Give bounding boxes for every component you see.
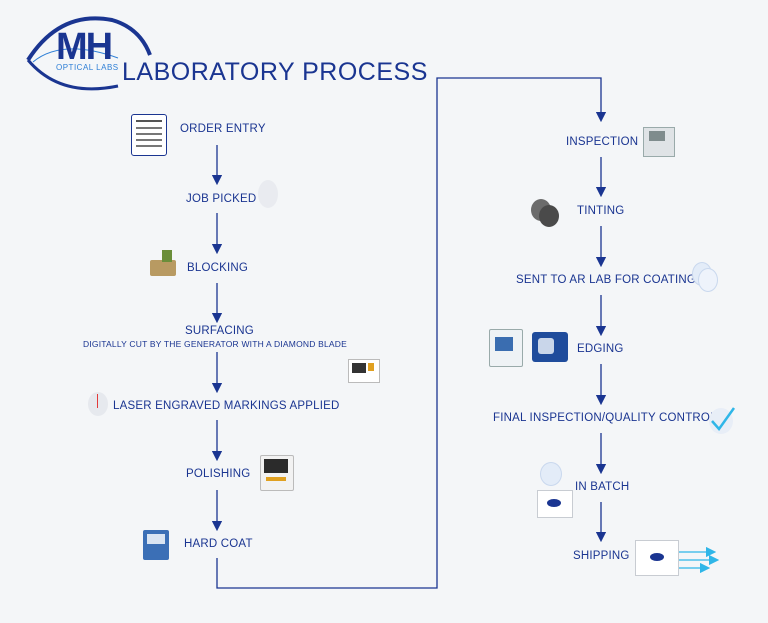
page-title: LABORATORY PROCESS <box>122 58 428 86</box>
batch-lens-icon <box>540 462 562 486</box>
step-tinting: TINTING <box>577 205 625 217</box>
step-job-picked: JOB PICKED <box>186 193 257 205</box>
shipping-box-icon <box>635 540 679 576</box>
polishing-machine-icon <box>258 453 294 491</box>
inspection-machine-icon <box>641 123 675 157</box>
step-order-entry: ORDER ENTRY <box>180 123 266 135</box>
hard-coat-machine-icon <box>141 526 171 562</box>
step-hard-coat: HARD COAT <box>184 538 253 550</box>
step-shipping: SHIPPING <box>573 550 630 562</box>
step-in-batch: IN BATCH <box>575 481 630 493</box>
step-ar-lab: SENT TO AR LAB FOR COATING <box>516 274 697 286</box>
edger-machine-icon <box>487 327 523 367</box>
step-surfacing: SURFACING <box>185 325 254 337</box>
step-laser-engraving: LASER ENGRAVED MARKINGS APPLIED <box>113 400 340 412</box>
step-final-inspection: FINAL INSPECTION/QUALITY CONTROL <box>493 412 717 424</box>
batch-box-icon <box>537 490 573 518</box>
connector-line <box>216 77 607 589</box>
lens-icon <box>258 180 278 208</box>
shipping-arrows <box>676 546 720 574</box>
step-polishing: POLISHING <box>186 468 251 480</box>
step-inspection: INSPECTION <box>566 136 639 148</box>
logo-subtitle: OPTICAL LABS <box>56 63 119 72</box>
logo-initials: MH <box>56 26 113 68</box>
edger-machine-2-icon <box>530 330 570 364</box>
step-surfacing-detail: DIGITALLY CUT BY THE GENERATOR WITH A DI… <box>83 339 347 349</box>
step-blocking: BLOCKING <box>187 262 249 274</box>
order-form-icon <box>131 114 167 156</box>
step-edging: EDGING <box>577 343 624 355</box>
generator-machine-icon <box>348 355 380 383</box>
checkmark-icon <box>707 404 737 436</box>
blocking-machine-icon <box>148 248 180 280</box>
logo-mark <box>26 16 152 91</box>
ar-lens-icon <box>692 262 718 292</box>
laser-lens-icon <box>88 392 108 416</box>
tint-lens-icon <box>531 199 559 227</box>
